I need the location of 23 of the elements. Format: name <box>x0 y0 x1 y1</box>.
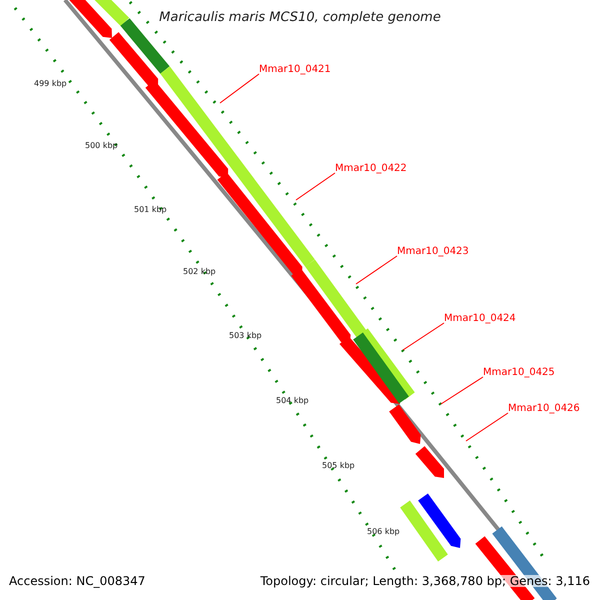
gene-label: Mmar10_0423 <box>397 247 469 257</box>
gene-label: Mmar10_0424 <box>444 314 516 324</box>
gene-label: Mmar10_0422 <box>335 164 407 174</box>
leader-line <box>402 322 444 350</box>
gene-label: Mmar10_0421 <box>259 65 331 75</box>
gene-label: Mmar10_0426 <box>508 404 580 414</box>
leader-line <box>440 376 484 404</box>
leader-line <box>466 412 508 442</box>
leader-line <box>296 172 336 200</box>
scale-label: 502 kbp <box>183 268 216 276</box>
scale-label: 499 kbp <box>34 80 67 88</box>
scale-label: 504 kbp <box>276 397 309 405</box>
genome-info-text: Topology: circular; Length: 3,368,780 bp; Genes: 3,116 <box>260 575 590 587</box>
map-title: Maricaulis maris MCS10, complete genome <box>159 11 441 24</box>
leader-line <box>220 74 260 104</box>
scale-label: 503 kbp <box>229 332 262 340</box>
scale-label: 505 kbp <box>322 462 355 470</box>
scale-label: 506 kbp <box>367 528 400 536</box>
gene-label: Mmar10_0425 <box>483 368 555 378</box>
scale-label: 501 kbp <box>134 206 167 214</box>
scale-label: 500 kbp <box>85 142 118 150</box>
leader-line <box>356 256 398 284</box>
accession-text: Accession: NC_008347 <box>9 575 146 587</box>
